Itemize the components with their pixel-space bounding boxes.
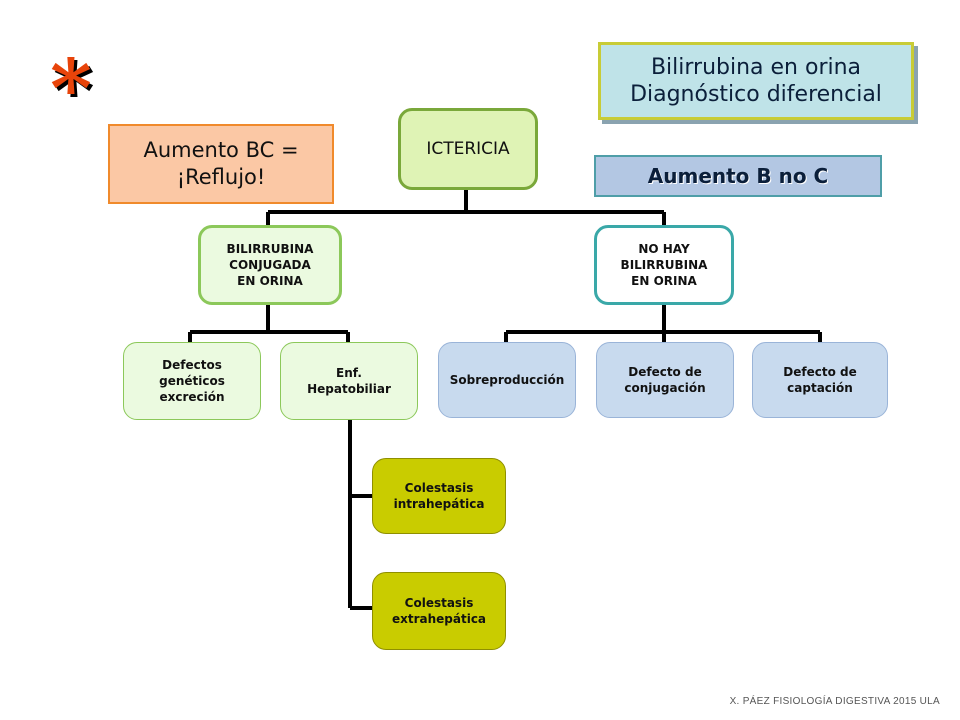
- node-no-bilirrubina: NO HAY BILIRRUBINA EN ORINA: [594, 225, 734, 305]
- footer-credit: X. PÁEZ FISIOLOGÍA DIGESTIVA 2015 ULA: [640, 696, 940, 707]
- unconjugated-note: Aumento B no C: [594, 155, 882, 197]
- footer-credit-text: X. PÁEZ FISIOLOGÍA DIGESTIVA 2015 ULA: [729, 696, 940, 707]
- asterisk-glyph: *: [50, 41, 92, 135]
- node-enf-hepatobiliar: Enf. Hepatobiliar: [280, 342, 418, 420]
- node-colestasis-intrahepatica-label: Colestasis intrahepática: [393, 480, 485, 511]
- node-defectos-geneticos: Defectos genéticos excreción: [123, 342, 261, 420]
- page-title: Bilirrubina en orina Diagnóstico diferen…: [630, 54, 882, 108]
- reflux-note-text: Aumento BC = ¡Reflujo!: [143, 137, 299, 189]
- node-enf-hepatobiliar-label: Enf. Hepatobiliar: [307, 365, 391, 396]
- root-node-ictericia: ICTERICIA: [398, 108, 538, 190]
- node-sobreproduccion-label: Sobreproducción: [449, 372, 565, 387]
- node-defecto-conjugacion: Defecto de conjugación: [596, 342, 734, 418]
- node-defecto-captacion-label: Defecto de captación: [783, 364, 857, 395]
- title-box: Bilirrubina en orina Diagnóstico diferen…: [598, 42, 914, 120]
- unconjugated-note-text: Aumento B no C: [647, 164, 829, 188]
- node-bilirrubina-conjugada-label: BILIRRUBINA CONJUGADA EN ORINA: [226, 241, 314, 289]
- node-no-bilirrubina-label: NO HAY BILIRRUBINA EN ORINA: [620, 241, 708, 289]
- node-bilirrubina-conjugada: BILIRRUBINA CONJUGADA EN ORINA: [198, 225, 342, 305]
- node-defecto-conjugacion-label: Defecto de conjugación: [624, 364, 706, 395]
- reflux-note: Aumento BC = ¡Reflujo!: [108, 124, 334, 204]
- node-colestasis-extrahepatica: Colestasis extrahepática: [372, 572, 506, 650]
- asterisk-icon: *: [50, 48, 110, 128]
- node-sobreproduccion: Sobreproducción: [438, 342, 576, 418]
- node-defectos-geneticos-label: Defectos genéticos excreción: [159, 357, 225, 405]
- node-colestasis-intrahepatica: Colestasis intrahepática: [372, 458, 506, 534]
- node-defecto-captacion: Defecto de captación: [752, 342, 888, 418]
- root-node-label: ICTERICIA: [426, 138, 510, 159]
- node-colestasis-extrahepatica-label: Colestasis extrahepática: [391, 595, 487, 626]
